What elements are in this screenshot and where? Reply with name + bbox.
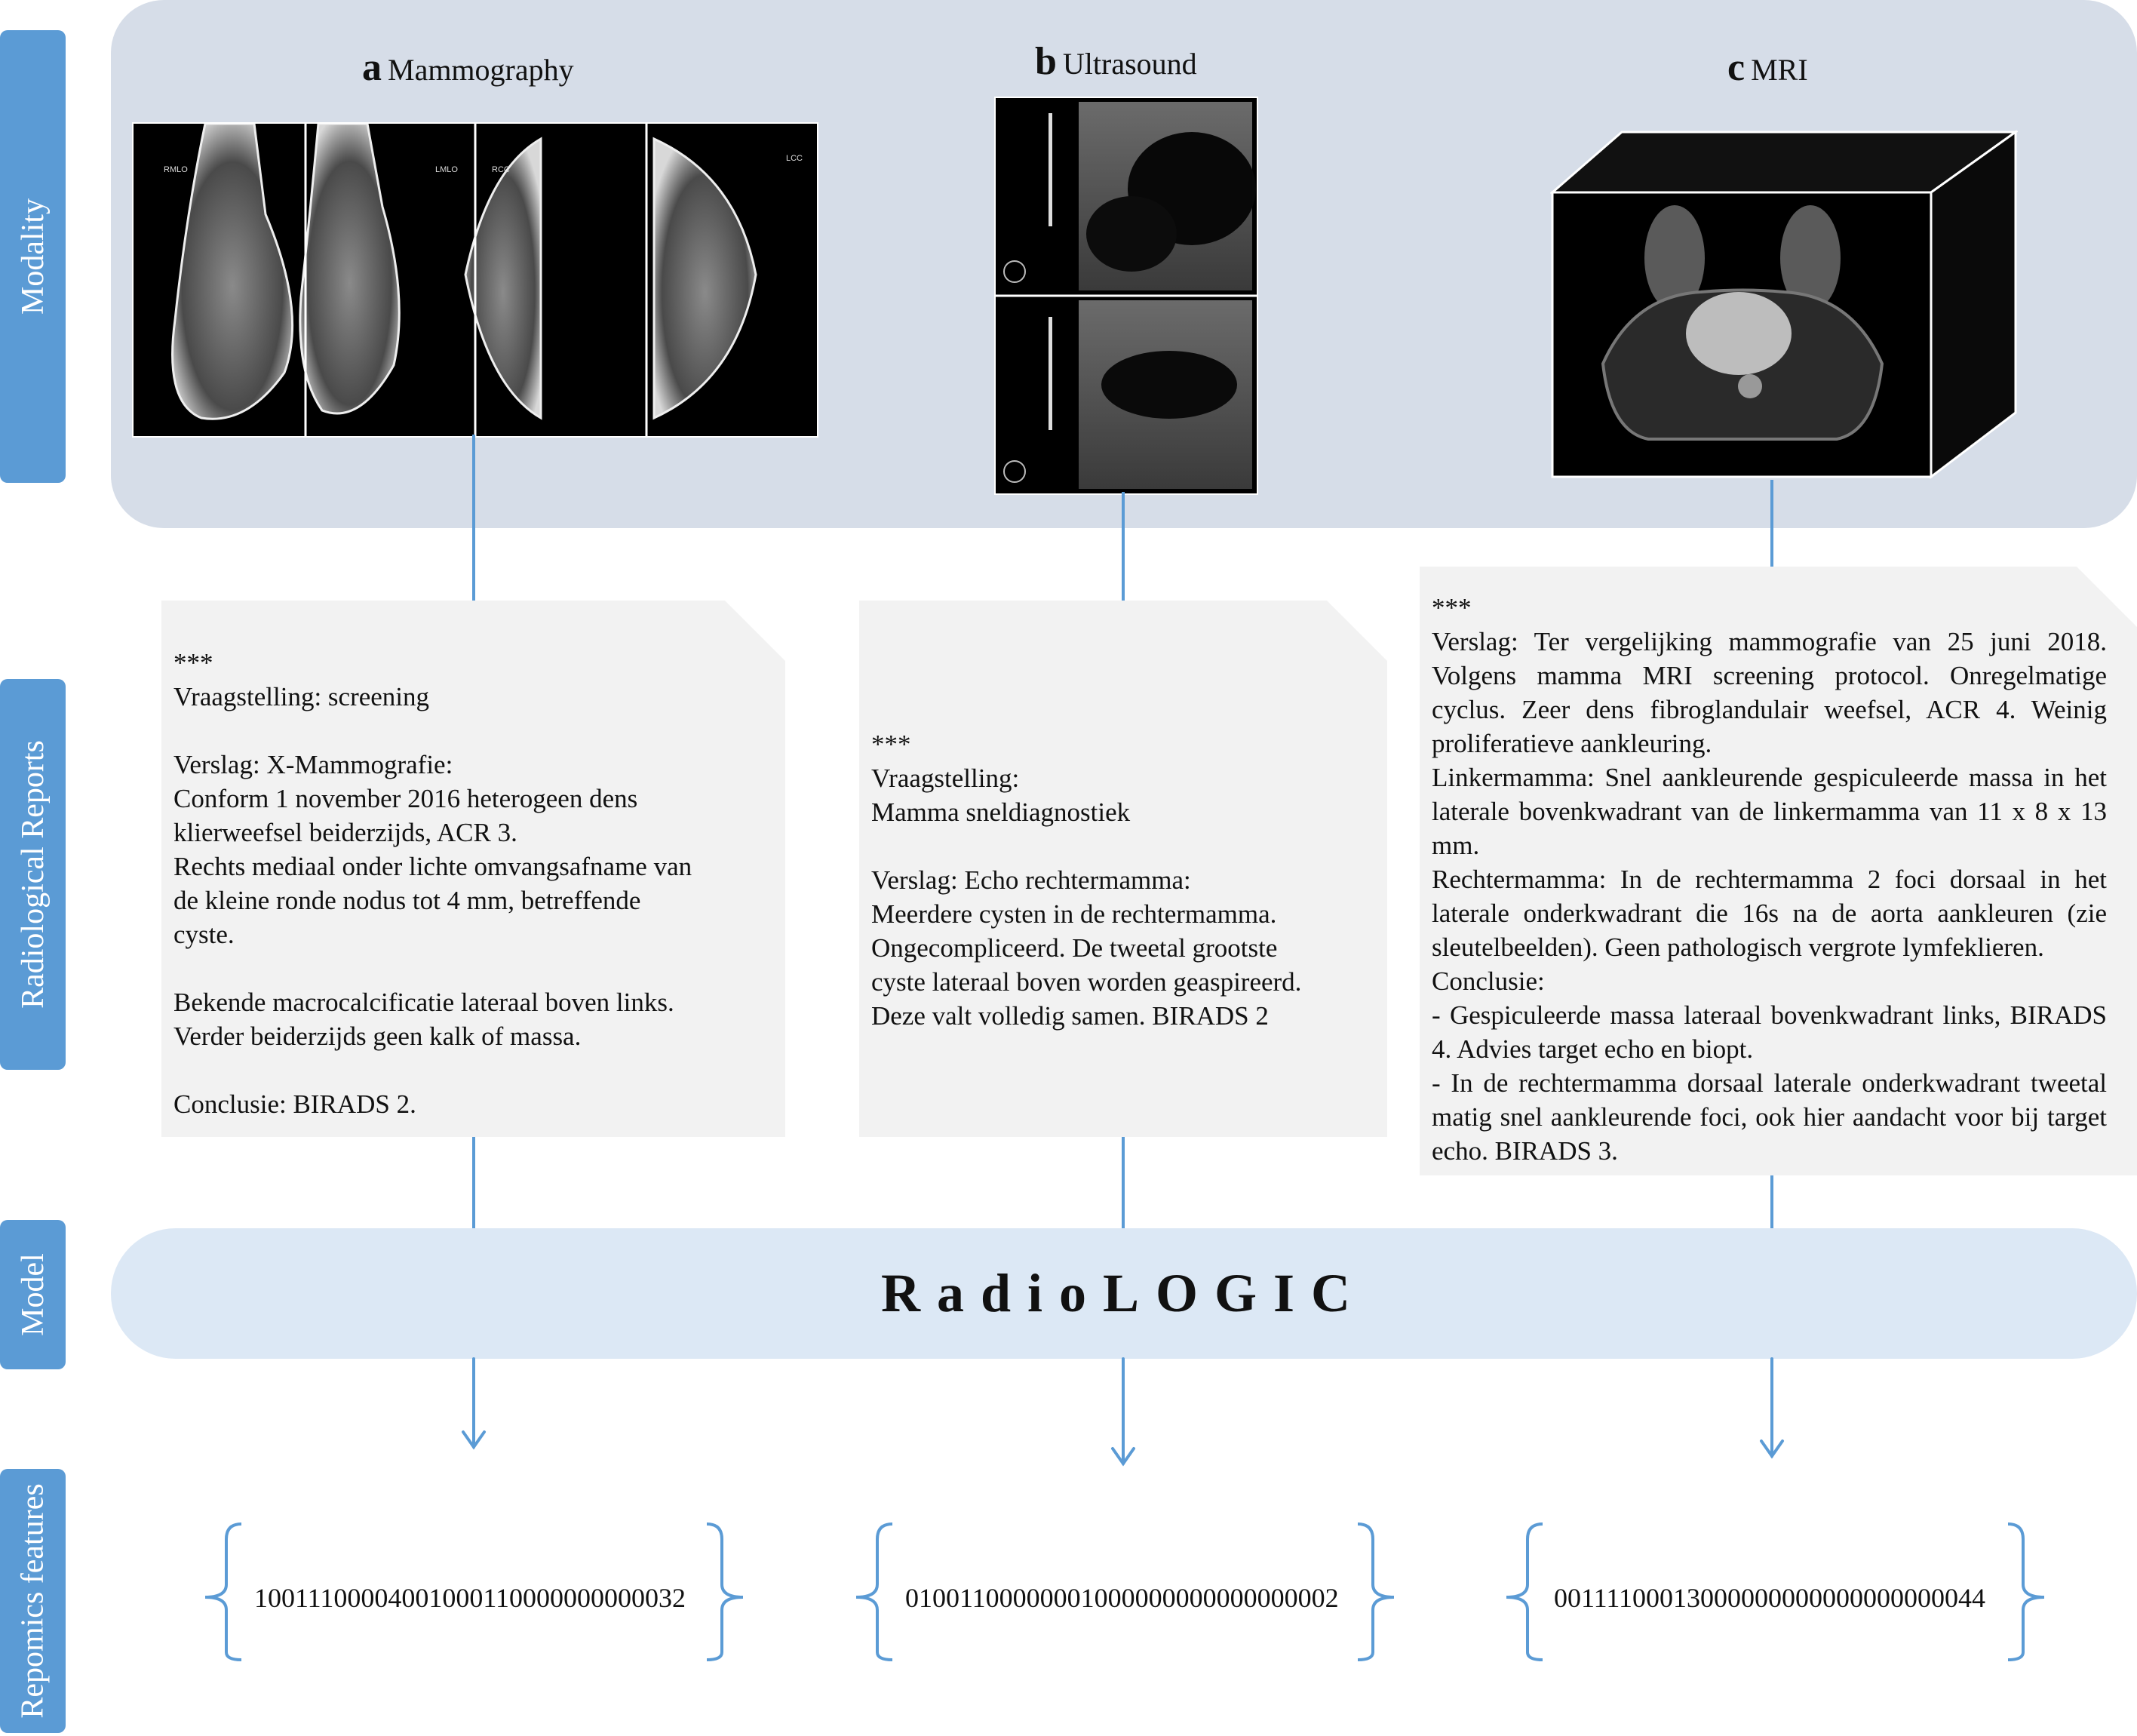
connector-b-top — [1122, 492, 1125, 601]
side-label-features: Repomics features — [0, 1469, 66, 1733]
feature-vector-c: 00111100013000000000000000000044 — [1554, 1583, 1985, 1613]
feature-vector-b: 01001100000001000000000000000002 — [905, 1583, 1339, 1613]
mri-cube — [1549, 130, 2019, 484]
brace-left-c — [1506, 1522, 1543, 1661]
letter-b: b — [1035, 40, 1057, 83]
report-fold — [2077, 567, 2137, 627]
report-fold — [1327, 601, 1387, 661]
view-label-rcc: RCC — [492, 165, 510, 174]
report-ultrasound: *** Vraagstelling: Mamma sneldiagnostiek… — [859, 601, 1387, 1137]
brace-right-a — [706, 1522, 744, 1661]
letter-c: c — [1727, 46, 1746, 89]
brace-left-b — [855, 1522, 893, 1661]
connector-a-top — [472, 435, 475, 601]
letter-a: a — [362, 46, 382, 89]
side-label-model: Model — [0, 1220, 66, 1369]
connector-b-mid — [1122, 1137, 1125, 1228]
title-mri-text: MRI — [1751, 53, 1808, 87]
report-fold — [725, 601, 785, 661]
title-mammography-text: Mammography — [388, 53, 574, 87]
arrow-a-head — [462, 1430, 486, 1450]
arrow-b-head — [1111, 1447, 1135, 1467]
arrow-c-head — [1760, 1439, 1784, 1459]
feature-vector-a: 10011100004001000110000000000032 — [254, 1583, 686, 1613]
report-mri: *** Verslag: Ter vergelijking mammografi… — [1420, 567, 2137, 1175]
report-mammography: *** Vraagstelling: screening Verslag: X-… — [161, 601, 785, 1137]
brace-right-b — [1357, 1522, 1395, 1661]
mri-illustration — [1549, 130, 2019, 480]
report-mri-text: *** Verslag: Ter vergelijking mammografi… — [1432, 593, 2107, 1166]
title-ultrasound-text: Ultrasound — [1062, 47, 1197, 81]
brace-right-c — [2007, 1522, 2045, 1661]
mammography-illustration — [134, 124, 817, 436]
model-bar: RadioLOGIC — [111, 1228, 2137, 1359]
brace-left-a — [204, 1522, 242, 1661]
side-label-modality: Modality — [0, 30, 66, 483]
connector-a-mid — [472, 1137, 475, 1228]
view-label-rmlo: RMLO — [164, 165, 188, 174]
model-name: RadioLOGIC — [880, 1263, 1368, 1323]
report-ultrasound-text: *** Vraagstelling: Mamma sneldiagnostiek… — [871, 730, 1302, 1031]
side-label-reports: Radiological Reports — [0, 679, 66, 1070]
view-label-lmlo: LMLO — [435, 165, 458, 174]
connector-c-mid — [1770, 1175, 1773, 1228]
report-mammography-text: *** Vraagstelling: screening Verslag: X-… — [173, 648, 692, 1119]
ultrasound-illustration — [996, 98, 1257, 493]
mammography-image: RMLO LMLO RCC LCC — [132, 122, 818, 438]
ultrasound-image — [994, 97, 1258, 495]
connector-c-top — [1770, 480, 1773, 567]
view-label-lcc: LCC — [786, 154, 803, 163]
